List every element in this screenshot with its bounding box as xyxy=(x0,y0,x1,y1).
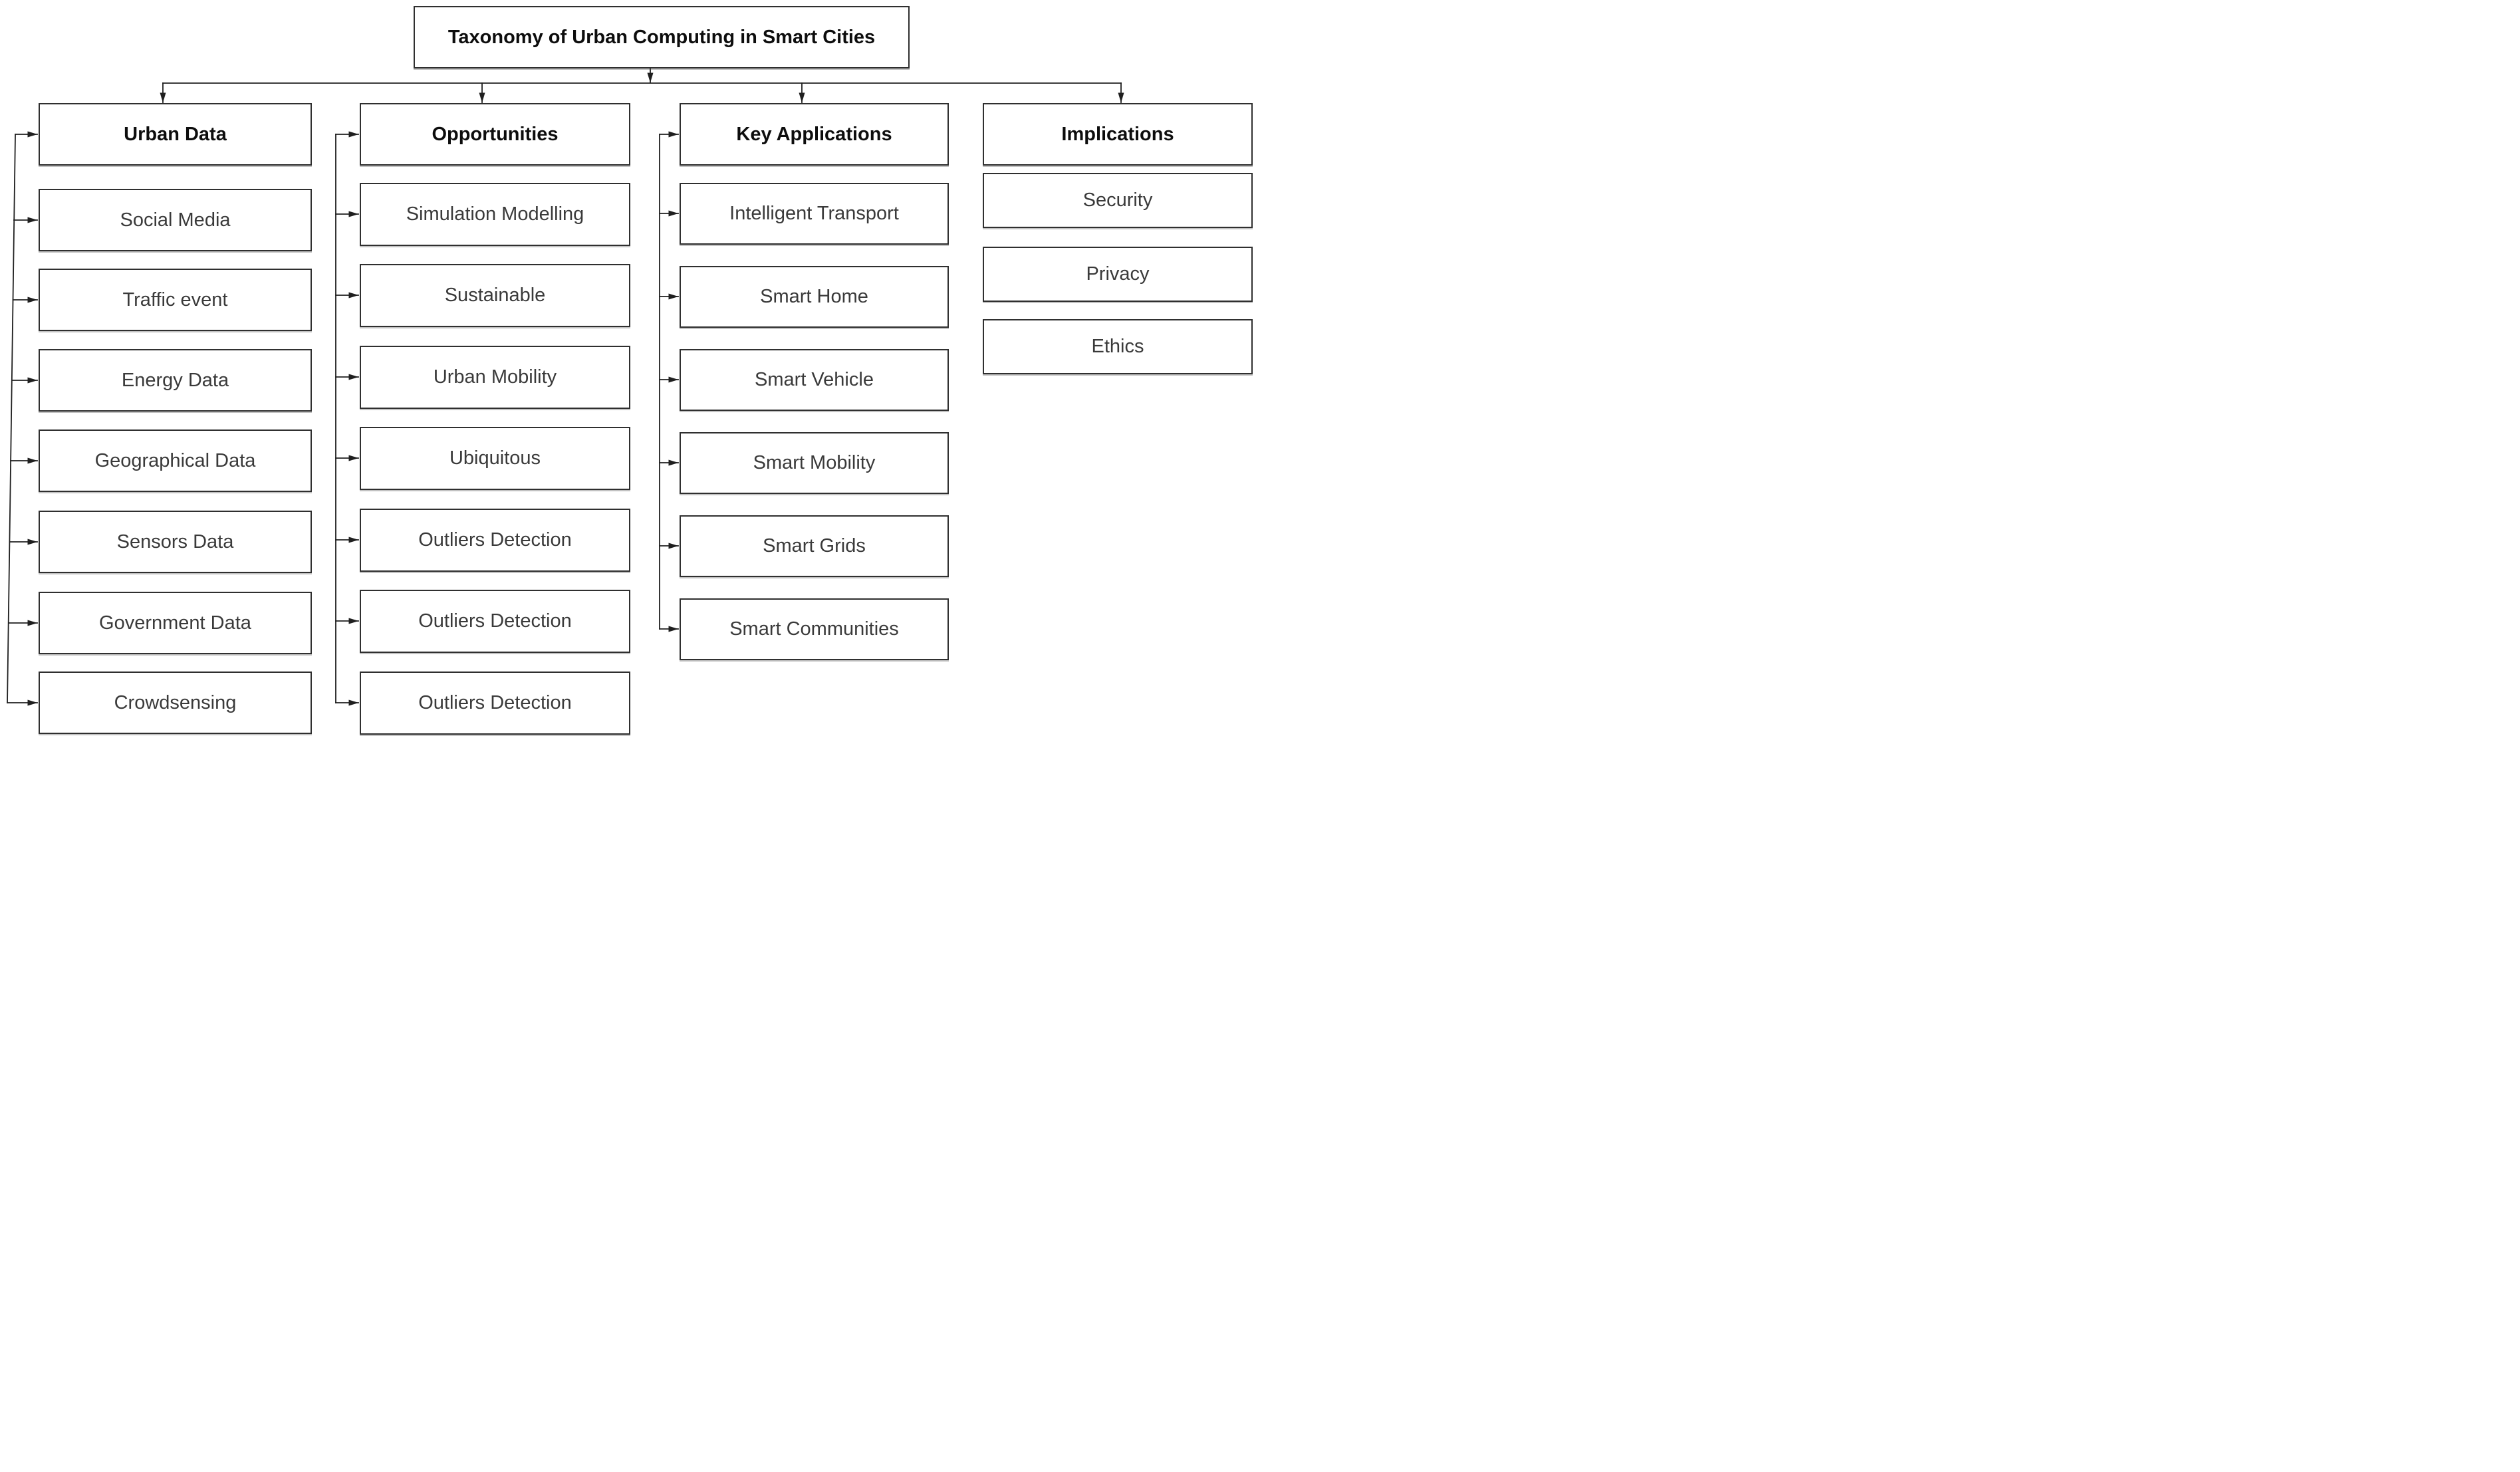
node-energy-data: Energy Data xyxy=(39,349,312,412)
node-geographical-data: Geographical Data xyxy=(39,429,312,492)
diagram-title: Taxonomy of Urban Computing in Smart Cit… xyxy=(414,6,910,68)
node-outliers-detection-1: Outliers Detection xyxy=(360,509,630,572)
rail-urban-data xyxy=(7,131,38,706)
node-sustainable: Sustainable xyxy=(360,264,630,327)
node-privacy: Privacy xyxy=(983,247,1253,302)
rail-line xyxy=(7,134,16,703)
rail-key-applications xyxy=(659,131,679,632)
node-smart-mobility: Smart Mobility xyxy=(680,432,949,494)
node-smart-vehicle: Smart Vehicle xyxy=(680,349,949,411)
node-social-media: Social Media xyxy=(39,189,312,251)
root-connector xyxy=(160,68,1124,103)
node-crowdsensing: Crowdsensing xyxy=(39,672,312,734)
rail-opportunities xyxy=(335,131,359,706)
node-smart-communities: Smart Communities xyxy=(680,598,949,660)
node-urban-mobility: Urban Mobility xyxy=(360,346,630,409)
column-header-implications: Implications xyxy=(983,103,1253,166)
node-outliers-detection-3: Outliers Detection xyxy=(360,672,630,735)
node-smart-home: Smart Home xyxy=(680,266,949,328)
node-ethics: Ethics xyxy=(983,319,1253,374)
node-simulation-modelling: Simulation Modelling xyxy=(360,183,630,246)
node-ubiquitous: Ubiquitous xyxy=(360,427,630,490)
taxonomy-diagram: Taxonomy of Urban Computing in Smart Cit… xyxy=(0,0,1260,736)
node-sensors-data: Sensors Data xyxy=(39,511,312,573)
node-outliers-detection-2: Outliers Detection xyxy=(360,590,630,653)
node-smart-grids: Smart Grids xyxy=(680,515,949,577)
column-header-opportunities: Opportunities xyxy=(360,103,630,166)
column-header-urban-data: Urban Data xyxy=(39,103,312,166)
node-government-data: Government Data xyxy=(39,592,312,654)
node-security: Security xyxy=(983,173,1253,228)
node-intelligent-transport: Intelligent Transport xyxy=(680,183,949,245)
column-header-key-applications: Key Applications xyxy=(680,103,949,166)
node-traffic-event: Traffic event xyxy=(39,269,312,331)
